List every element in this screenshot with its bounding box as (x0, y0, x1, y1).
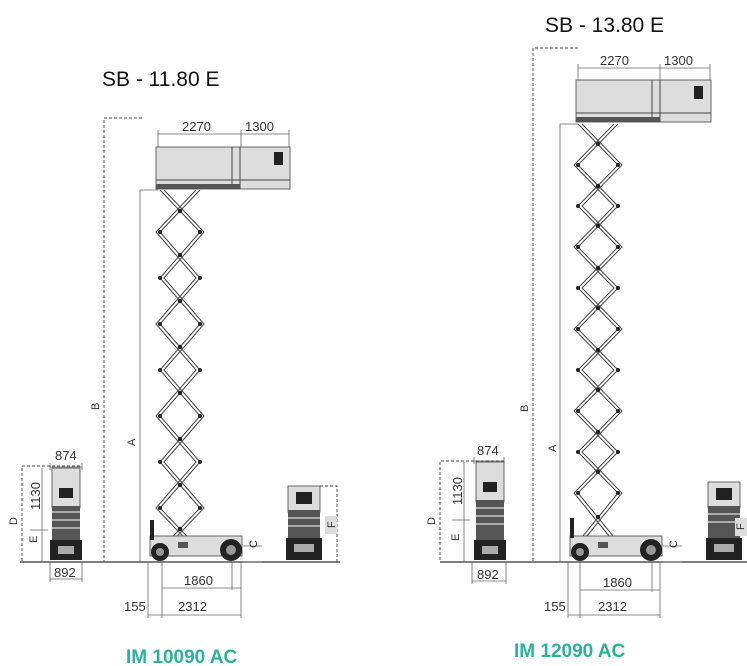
dim-front-width: 874 (55, 448, 77, 463)
machine-right-model: IM 12090 AC (514, 641, 626, 662)
front-view: 874 1130 D E 892 (426, 443, 507, 584)
dim-offset: 155 (124, 599, 146, 614)
letter-B: B (519, 405, 531, 412)
dim-base-width: 892 (477, 567, 499, 582)
dim-overall-length: 2312 (178, 599, 207, 614)
letter-D: D (8, 517, 20, 525)
letter-A: A (547, 444, 559, 452)
dim-front-height: 1130 (28, 482, 43, 510)
dim-extension: 1300 (245, 119, 274, 134)
letter-F-tag (325, 516, 337, 534)
letter-C: C (248, 540, 260, 548)
control-box-icon (694, 86, 703, 99)
dim-platform-length: 2270 (600, 53, 629, 68)
letter-D: D (426, 517, 438, 525)
letter-F: F (326, 521, 338, 528)
rear-view: F (286, 485, 338, 562)
machine-right: SB - 13.80 E B A 2270 1300 (426, 14, 747, 662)
machine-right-title: SB - 13.80 E (545, 14, 664, 37)
dim-B-guide (103, 117, 142, 562)
dim-offset: 155 (544, 599, 566, 614)
rear-view: F (706, 481, 747, 560)
letter-F: F (735, 523, 747, 530)
dim-A-guide (139, 189, 158, 562)
letter-C: C (668, 540, 680, 548)
dim-front-width: 874 (477, 443, 499, 458)
chassis (569, 535, 663, 557)
letter-E: E (450, 534, 462, 541)
dim-front-height: 1130 (450, 477, 465, 505)
letter-F-tag (735, 518, 747, 536)
dim-wheelbase: 1860 (184, 573, 213, 588)
letter-B: B (90, 403, 102, 410)
scissor-pivots (158, 208, 202, 532)
letter-E: E (28, 536, 40, 543)
machine-left-title: SB - 11.80 E (102, 68, 220, 91)
platform-deck (155, 146, 291, 190)
front-view: 874 1130 D E 892 (8, 448, 83, 582)
letter-A: A (126, 438, 138, 446)
platform-deck (575, 79, 712, 123)
dim-platform-length: 2270 (182, 119, 211, 134)
chassis (149, 535, 243, 557)
dim-extension: 1300 (664, 53, 693, 68)
machine-left: SB - 11.80 E B A 2270 1300 (8, 68, 340, 666)
dim-A-guide (559, 123, 578, 562)
dim-overall-length: 2312 (598, 599, 627, 614)
dim-wheelbase: 1860 (603, 575, 632, 590)
machine-left-model: IM 10090 AC (126, 647, 238, 666)
dim-base-width: 892 (54, 565, 76, 580)
control-box-icon (274, 152, 283, 165)
scissor-pivots (576, 141, 620, 520)
dim-B-guide (532, 47, 578, 562)
scissor-stack (155, 189, 205, 551)
